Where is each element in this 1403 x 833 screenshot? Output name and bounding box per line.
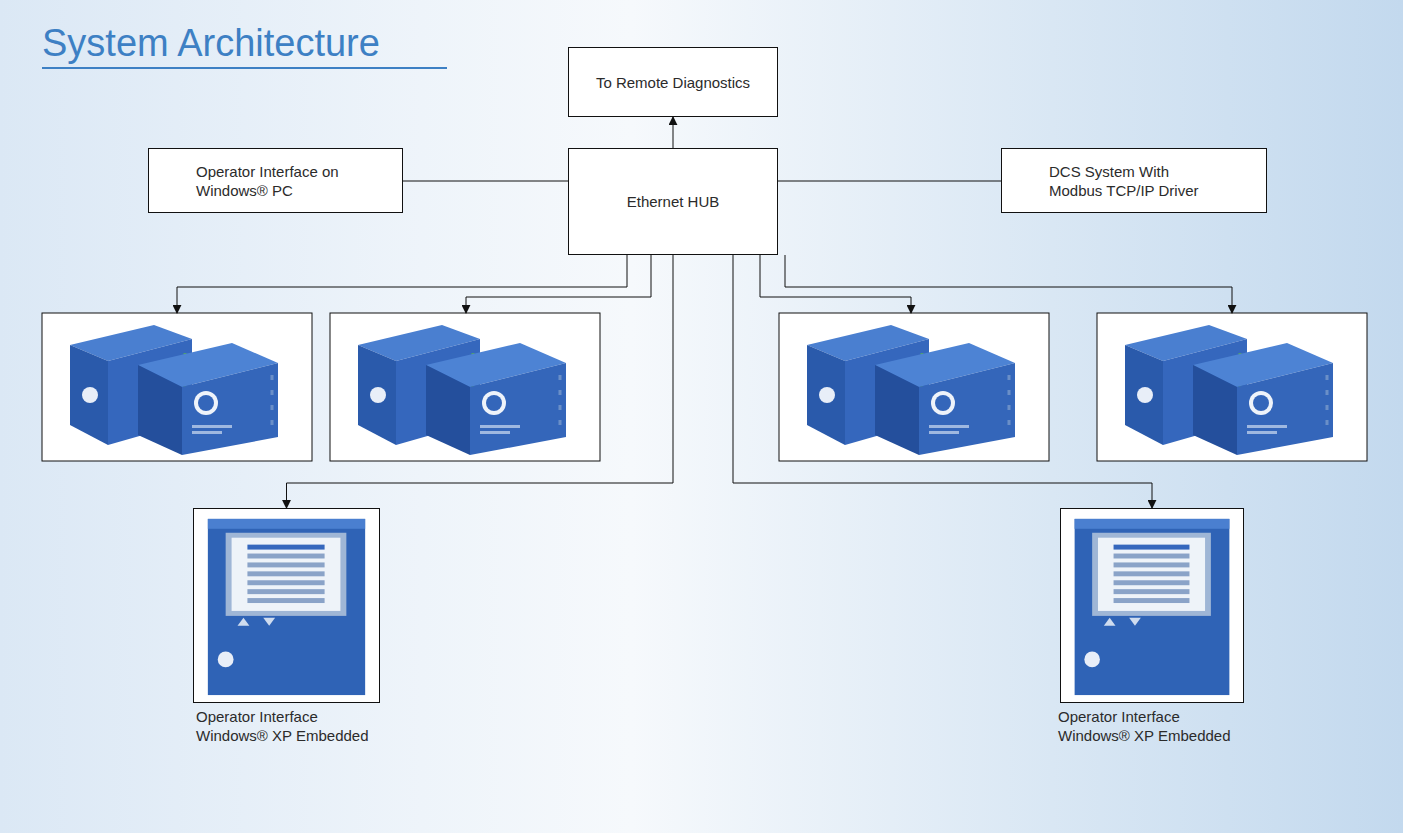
box-label: DCS System With Modbus TCP/IP Driver xyxy=(1049,162,1219,200)
box-label: To Remote Diagnostics xyxy=(596,73,750,92)
screen-menu-line xyxy=(1114,580,1190,585)
process-box: Operator Interface on Windows® PC xyxy=(148,148,403,213)
box-label: Operator Interface on Windows® PC xyxy=(196,162,366,200)
process-box: To Remote Diagnostics xyxy=(568,47,778,117)
panel-caption: Operator Interface Windows® XP Embedded xyxy=(196,707,376,745)
connector xyxy=(673,117,674,148)
connector xyxy=(403,181,568,182)
panel-bezel xyxy=(1092,533,1211,616)
device-wire xyxy=(177,255,627,313)
panel-button xyxy=(238,618,250,626)
screen-menu-line xyxy=(1114,545,1190,550)
connector xyxy=(287,255,674,508)
panel-top xyxy=(1075,519,1230,529)
panel-body xyxy=(208,519,365,695)
title-underline xyxy=(42,67,447,69)
screen-menu-line xyxy=(247,571,324,576)
panel-top xyxy=(208,519,365,529)
device-wire xyxy=(466,255,651,313)
device-photo xyxy=(330,313,600,461)
screen-menu-line xyxy=(1114,554,1190,559)
panel-illustration xyxy=(194,509,379,702)
panel-caption: Operator Interface Windows® XP Embedded xyxy=(1058,707,1238,745)
device-photo xyxy=(779,313,1049,461)
screen-menu-line xyxy=(247,598,324,603)
process-box: Ethernet HUB xyxy=(568,148,778,255)
operator-panel-box: Operator Interface Windows® XP Embedded xyxy=(193,508,380,703)
panel-illustration xyxy=(1061,509,1243,702)
screen-menu-line xyxy=(1114,571,1190,576)
device-photo xyxy=(1097,313,1367,461)
screen-menu-line xyxy=(247,562,324,567)
screen-menu-line xyxy=(247,580,324,585)
diagram-title: System Architecture xyxy=(42,22,380,64)
device-photo xyxy=(42,313,312,461)
screen-menu-line xyxy=(247,589,324,594)
device-wire xyxy=(760,255,911,313)
panel-screen xyxy=(232,538,341,611)
panel-screen xyxy=(1098,538,1205,611)
panel-bezel xyxy=(226,533,347,616)
box-label: Ethernet HUB xyxy=(627,192,720,211)
screen-menu-line xyxy=(247,545,324,550)
screen-menu-line xyxy=(247,554,324,559)
panel-button xyxy=(1129,618,1141,626)
panel-body xyxy=(1075,519,1230,695)
panel-button xyxy=(1104,618,1116,626)
operator-panel-box: Operator Interface Windows® XP Embedded xyxy=(1060,508,1244,703)
screen-menu-line xyxy=(1114,589,1190,594)
connector xyxy=(733,255,1152,508)
panel-logo xyxy=(1084,652,1100,668)
screen-menu-line xyxy=(1114,598,1190,603)
connector xyxy=(778,181,1001,182)
panel-button xyxy=(263,618,275,626)
process-box: DCS System With Modbus TCP/IP Driver xyxy=(1001,148,1267,213)
panel-logo xyxy=(218,652,234,668)
screen-menu-line xyxy=(1114,562,1190,567)
device-wire xyxy=(785,255,1232,313)
